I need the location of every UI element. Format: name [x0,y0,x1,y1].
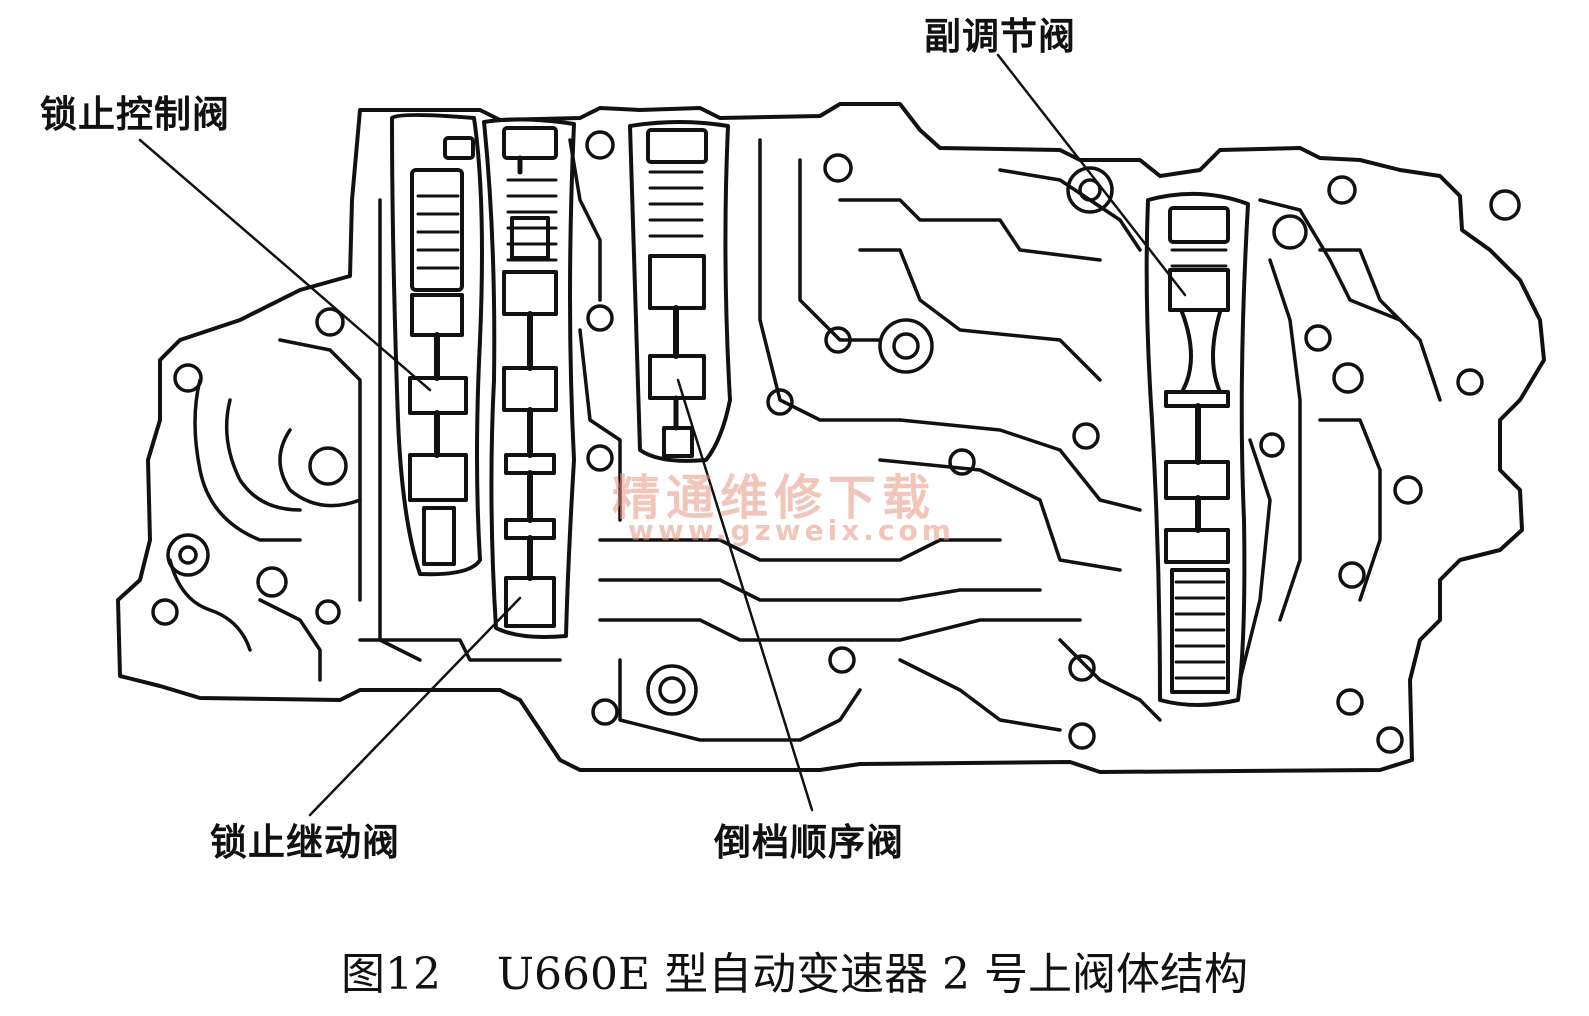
secondary-regulator-valve [1144,191,1250,707]
watermark-url: www.gzweix.com [628,514,955,547]
valve-body-outline [116,102,1546,774]
label-secondary-regulator-valve: 副调节阀 [924,15,1076,58]
figure-title: U660E 型自动变速器 2 号上阀体结构 [496,949,1249,1000]
label-reverse-sequence-valve: 倒档顺序阀 [714,821,904,864]
label-lockup-control-valve: 锁止控制阀 [40,93,230,136]
lockup-control-valve [390,113,484,577]
figure-number: 图12 [340,949,441,1000]
leader-lines [138,53,1187,817]
bolt-holes [151,130,1521,754]
lockup-relay-valve [482,117,576,639]
fluid-passages [168,138,1442,742]
figure-caption: 图12 U660E 型自动变速器 2 号上阀体结构 [0,938,1589,1002]
label-lockup-relay-valve: 锁止继动阀 [210,821,400,864]
reverse-sequence-valve [628,120,732,463]
watermark-text: 精通维修下载 [612,470,937,526]
